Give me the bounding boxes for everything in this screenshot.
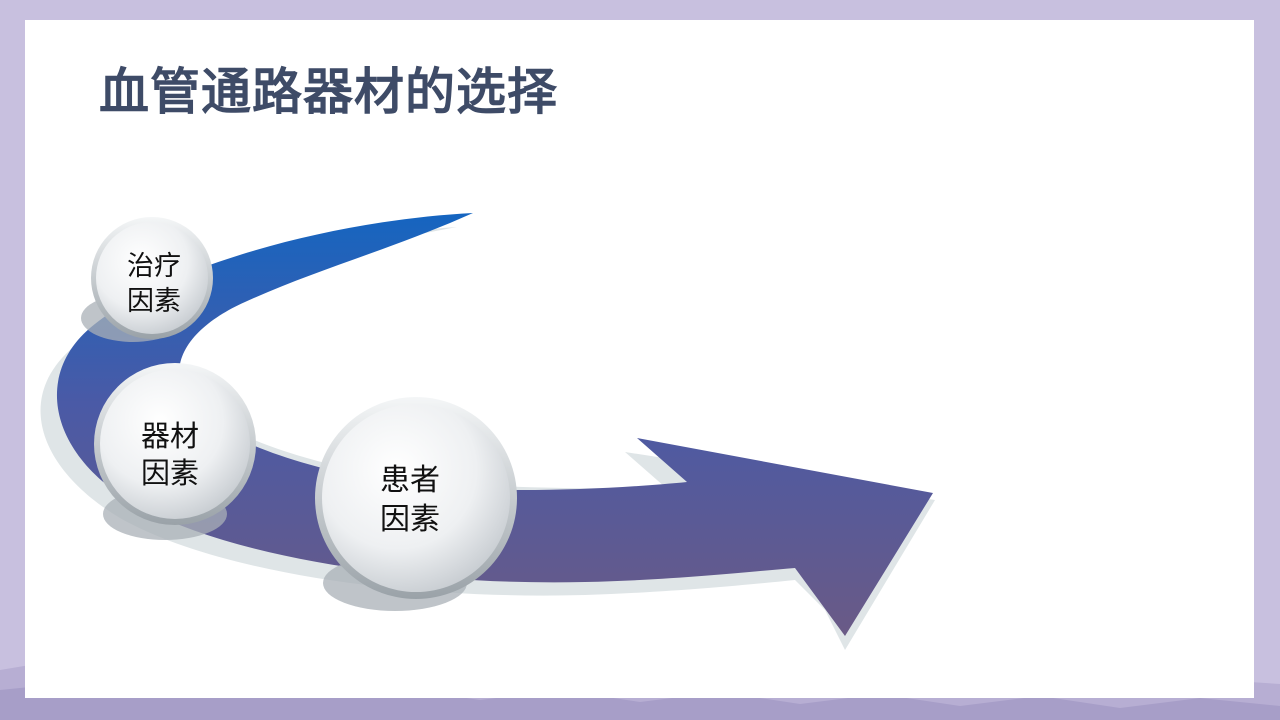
node-label-line2: 因素 (141, 456, 199, 490)
node-label-line1: 患者 (380, 463, 440, 498)
process-diagram: 治疗 因素 器材 因素 患者 因素 (40, 213, 936, 650)
node-label-line2: 因素 (380, 502, 440, 537)
node-label-line2: 因素 (127, 286, 181, 317)
node-treatment-factors: 治疗 因素 (91, 217, 213, 339)
curved-arrow (56, 213, 933, 636)
node-label-line1: 治疗 (127, 251, 181, 282)
node-label-line1: 器材 (141, 419, 199, 453)
node-device-factors: 器材 因素 (94, 363, 256, 525)
slide-title: 血管通路器材的选择 (99, 63, 558, 121)
slide-canvas: 血管通路器材的选择 (25, 20, 1254, 698)
node-patient-factors: 患者 因素 (315, 397, 517, 599)
